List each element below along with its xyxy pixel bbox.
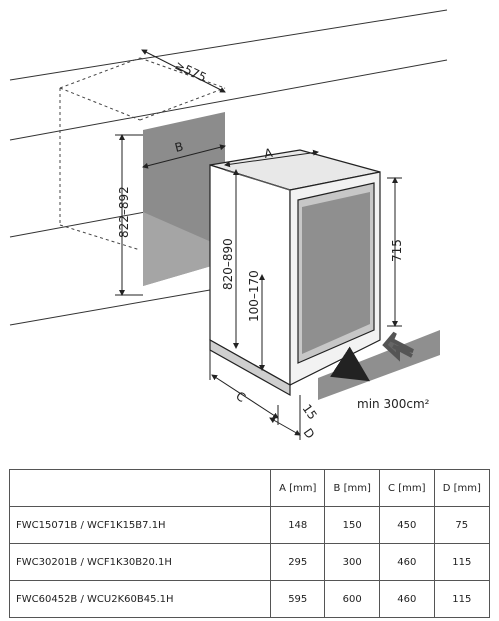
c-dimension-line [211,374,279,419]
appliance-height-label: 820–890 [221,238,235,290]
header-cell-d: D [mm] [433,469,491,507]
dimensions-table: A [mm] B [mm] C [mm] D [mm] FWC15071B / … [9,469,491,618]
niche-outline [59,57,226,251]
c-cell: 450 [378,506,435,544]
b-dimension-line [142,144,226,169]
b-cell: 300 [324,543,380,581]
table-row: FWC15071B / WCF1K15B7.1H 148 150 450 75 [9,506,491,544]
header-cell-c: C [mm] [378,469,435,507]
installation-diagram: ≥575 B A 822–892 820–890 100–170 715 C 1… [9,9,448,442]
a-cell: 148 [269,506,326,544]
vent-area-label: min 300cm² [357,397,430,411]
model-cell: FWC30201B / WCF1K30B20.1H [9,543,271,581]
model-cell: FWC60452B / WCU2K60B45.1H [9,580,271,618]
d-dimension-line [269,417,301,436]
a-cell: 595 [269,580,326,618]
airflow-in-arrow [382,331,414,362]
airflow-out-arrow [330,346,371,382]
model-cell: FWC15071B / WCF1K15B7.1H [9,506,271,544]
table-header-row: A [mm] B [mm] C [mm] D [mm] [9,469,491,507]
cabinet-lines [9,9,448,326]
a-label: A [263,146,274,161]
niche-height-label: 822–892 [117,186,131,238]
d-label: D [301,426,318,442]
niche-side-panel [143,212,225,286]
c-cell: 460 [378,580,435,618]
header-cell-a: A [mm] [269,469,326,507]
d-cell: 75 [433,506,491,544]
small-gap-label: 15 [300,402,320,423]
c-cell: 460 [378,543,435,581]
b-cell: 150 [324,506,380,544]
depth-dimension-line [141,49,226,93]
a-dimension-line [224,149,319,168]
b-label: B [173,139,184,155]
table-row: FWC30201B / WCF1K30B20.1H 295 300 460 11… [9,543,491,581]
d-cell: 115 [433,543,491,581]
depth-label: ≥575 [173,58,209,85]
header-cell-b: B [mm] [324,469,380,507]
a-cell: 295 [269,543,326,581]
plinth-height-label: 100–170 [247,270,261,322]
door-height-label: 715 [390,239,404,262]
table-row: FWC60452B / WCU2K60B45.1H 595 600 460 11… [9,580,491,618]
d-cell: 115 [433,580,491,618]
b-cell: 600 [324,580,380,618]
header-cell-model [9,469,271,507]
